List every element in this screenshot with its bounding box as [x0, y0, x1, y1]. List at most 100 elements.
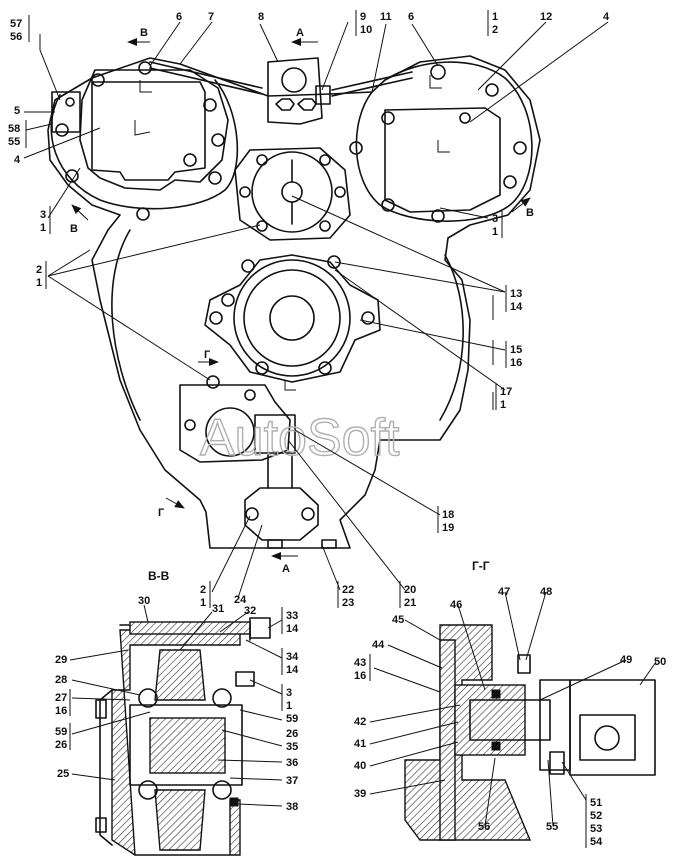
section-vv-title: В-В	[148, 569, 170, 583]
label-6a: 6	[176, 11, 182, 23]
leader-13b	[334, 261, 506, 293]
leader-49	[539, 659, 627, 701]
leader-58	[25, 123, 53, 131]
vv-shaft-core	[149, 717, 226, 774]
leader-8	[259, 23, 279, 63]
right-cover-mark2	[429, 75, 442, 89]
label-42: 42	[354, 716, 366, 728]
large-cover-mark	[284, 380, 296, 391]
gg-hub	[454, 684, 526, 756]
label-59a: 59	[286, 713, 298, 725]
label-ticks	[25, 10, 587, 848]
leader-lines	[23, 21, 657, 827]
label-1f: 1	[200, 597, 206, 609]
label-39: 39	[354, 788, 366, 800]
leader-22	[321, 544, 341, 591]
label-18: 18	[442, 509, 454, 521]
label-44: 44	[372, 639, 385, 651]
leader-17	[334, 269, 506, 391]
bottom-nut-2	[321, 539, 337, 549]
label-52: 52	[590, 810, 602, 822]
pump-bolt-3	[244, 389, 256, 401]
leader-42	[369, 704, 461, 723]
left-inner-rim	[111, 229, 141, 421]
label-37: 37	[286, 775, 298, 787]
leader-2b-c	[47, 275, 211, 381]
label-56: 56	[10, 31, 22, 43]
bolt-l-4	[209, 311, 223, 325]
leader-44	[387, 644, 443, 669]
callout-labels: 57 56 6 7 8 9 10 11 6 1 2 12 4 5 58 55 4…	[8, 11, 666, 848]
label-21: 21	[404, 597, 416, 609]
leader-34	[245, 639, 283, 659]
label-4a: 4	[603, 11, 610, 23]
leader-25	[71, 773, 116, 781]
right-inner-rim	[439, 254, 464, 421]
bolt-left-8	[55, 123, 69, 137]
vv-shaft	[129, 704, 243, 786]
label-46: 46	[450, 599, 462, 611]
leader-6a	[149, 21, 181, 67]
bolt-right-9	[459, 112, 471, 124]
label-1b: 1	[40, 222, 46, 234]
bolt-l-6	[318, 361, 332, 375]
arrow-v-left-label: В	[70, 223, 78, 235]
leader-31	[179, 611, 213, 651]
lower-flange-bolt-1	[245, 507, 259, 521]
arrow-v-left	[71, 204, 89, 221]
leader-35	[221, 729, 283, 747]
leader-13	[291, 195, 506, 293]
leader-57	[39, 34, 61, 101]
leader-38	[237, 803, 283, 807]
bolt-c-4	[319, 220, 331, 232]
vv-top-bolt	[249, 617, 271, 639]
label-59b: 59	[55, 726, 67, 738]
leader-2b-b	[47, 224, 261, 277]
pump-bolt-1	[206, 375, 220, 389]
leader-3a	[47, 167, 81, 219]
label-8: 8	[258, 11, 264, 23]
label-1g: 1	[286, 700, 292, 712]
leader-46	[457, 604, 486, 691]
pump-port	[205, 407, 255, 457]
large-cover-bolts	[209, 255, 375, 375]
label-2b: 2	[36, 264, 42, 276]
leader-59a	[239, 709, 283, 721]
gg-shaft	[469, 699, 551, 741]
label-38: 38	[286, 801, 298, 813]
large-cover-center	[269, 295, 315, 341]
vv-housing	[111, 629, 241, 856]
label-47: 47	[498, 586, 510, 598]
label-54: 54	[590, 836, 603, 848]
label-13: 13	[510, 288, 522, 300]
gg-seal-bottom	[491, 741, 501, 751]
bolt-left-5	[208, 171, 222, 185]
leader-32	[219, 611, 249, 633]
label-20: 20	[404, 584, 416, 596]
bolt-left-7	[65, 169, 79, 183]
bolt-left-1	[91, 73, 105, 87]
bolt-l-1	[241, 259, 255, 273]
bolt-c-6	[239, 186, 251, 198]
arrow-v-right-label: В	[526, 207, 534, 219]
label-57: 57	[10, 18, 22, 30]
arrow-v-top-label: В	[140, 27, 148, 39]
label-1c: 1	[492, 226, 498, 238]
label-2c: 2	[200, 584, 206, 596]
bolt-c-1	[256, 154, 268, 166]
right-cover-plate	[384, 107, 501, 213]
left-cover-mark2	[139, 80, 152, 93]
left-rim	[50, 79, 239, 210]
leader-27	[71, 697, 131, 701]
label-15: 15	[510, 344, 522, 356]
leader-33	[267, 619, 283, 629]
right-housing-rim	[355, 61, 533, 222]
leader-45	[404, 619, 441, 641]
label-26b: 26	[55, 739, 67, 751]
arrow-a-bottom-label: А	[282, 563, 290, 575]
label-16a: 16	[510, 357, 522, 369]
gg-pump-port-hole	[594, 725, 620, 751]
label-16b: 16	[55, 705, 67, 717]
label-49: 49	[620, 654, 632, 666]
